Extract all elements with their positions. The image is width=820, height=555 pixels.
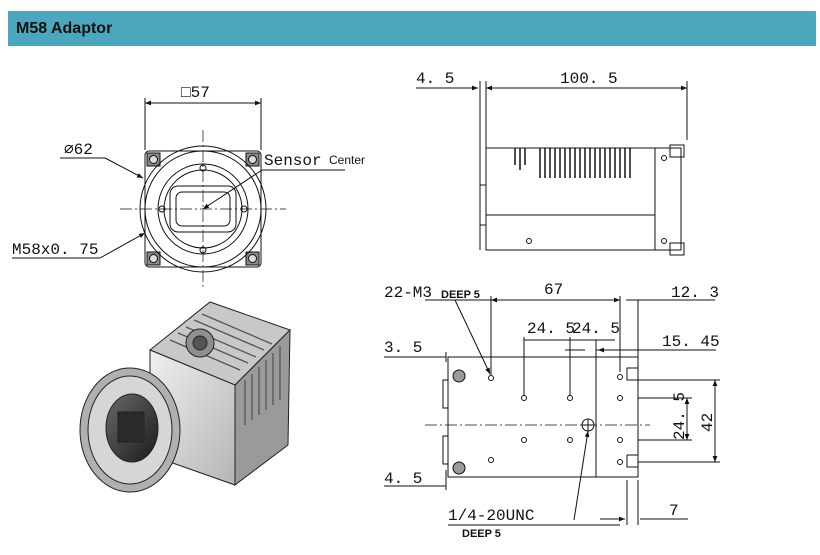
tripod-depth-label: DEEP 5 [462,528,501,540]
pitch-a-label: 24. 5 [527,320,575,338]
right-offset2-label: 15. 45 [662,333,720,351]
page-title: M58 Adaptor [16,20,113,37]
span-dim-label: 67 [544,281,563,299]
side-offset-label: 4. 5 [416,70,454,88]
header-bar: M58 Adaptor [8,11,816,46]
bottom-view [384,296,720,526]
camera-3d-view [79,301,291,493]
square-dim-label: □57 [181,84,210,102]
sensor-label: Sensor [264,152,322,170]
center-label: Center [329,153,365,167]
end-offset-label: 7 [669,502,679,520]
tripod-label: 1/4-20UNC [448,507,534,525]
height-dim-label: 42 [699,413,717,432]
diameter-dim-label: ⌀62 [64,141,93,159]
vertical-pitch-label: 24. 5 [671,392,689,440]
right-offset-label: 12. 3 [671,284,719,302]
pitch-b-label: 24. 5 [572,320,620,338]
holes-depth-label: DEEP 5 [441,289,480,301]
side-view [416,81,688,256]
front-view [12,98,345,288]
bottom-offset-label: 4. 5 [384,470,422,488]
holes-label: 22-M3 [384,284,432,302]
thread-dim-label: M58x0. 75 [12,241,98,259]
side-length-label: 100. 5 [560,70,618,88]
left-offset-label: 3. 5 [384,339,422,357]
